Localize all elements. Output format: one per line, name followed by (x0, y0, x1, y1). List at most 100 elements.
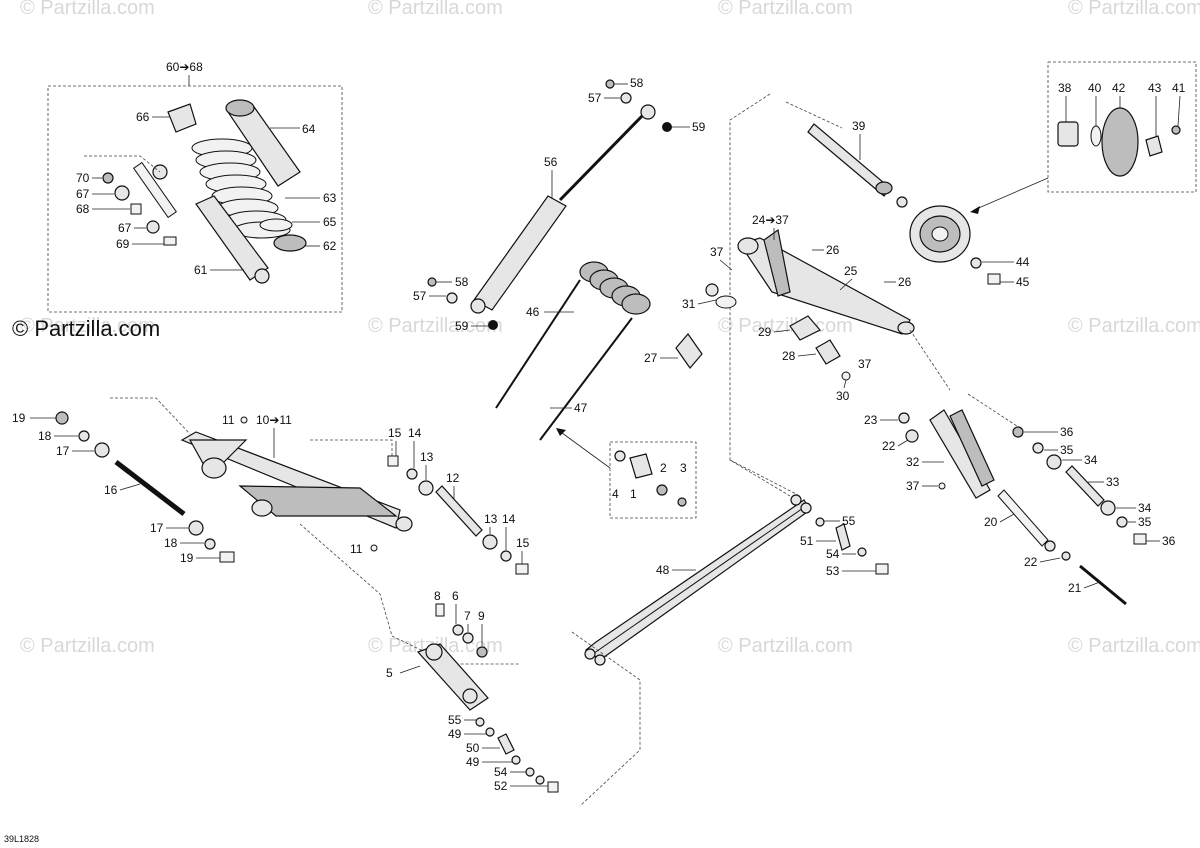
washer (146, 220, 160, 234)
callout-62: 62 (323, 239, 337, 253)
callout-55: 55 (448, 713, 462, 727)
copyright-label: © Partzilla.com (12, 316, 160, 341)
callout-57: 57 (588, 91, 602, 105)
slider-detail-group: 4 1 2 3 (556, 428, 697, 519)
callout-64: 64 (302, 122, 316, 136)
callout-18: 18 (38, 429, 52, 443)
arrow-head (970, 206, 980, 214)
rear-arm-group: 19 18 17 16 17 18 19 11 10➔11 11 (12, 397, 413, 565)
idler-wheel-group: 38 40 42 43 41 39 44 45 (807, 61, 1197, 289)
bushing (114, 185, 130, 201)
callout-65: 65 (323, 215, 337, 229)
leader-line (1177, 95, 1181, 127)
callout-14: 14 (502, 512, 516, 526)
callout-48: 48 (656, 563, 670, 577)
callout-50: 50 (466, 741, 480, 755)
rear-arm-linkage-group: 23 22 32 37 36 35 34 33 34 35 36 20 22 2… (864, 329, 1176, 606)
leader-line (719, 259, 733, 271)
watermark: © Partzilla.com (20, 315, 155, 337)
bolt-head (427, 277, 437, 287)
front-arm-group: 24➔37 37 26 25 26 31 29 28 37 30 (682, 93, 915, 497)
callout-1: 1 (630, 487, 637, 501)
watermark: © Partzilla.com (20, 635, 155, 657)
callout-70: 70 (76, 171, 90, 185)
stabilizer-bar-group: 55 51 54 53 48 (571, 459, 889, 807)
callout-21: 21 (1068, 581, 1082, 595)
callout-23: 23 (864, 413, 878, 427)
callout-59: 59 (455, 319, 469, 333)
spring-clip (273, 234, 307, 252)
callout-31: 31 (682, 297, 696, 311)
callout-15: 15 (516, 536, 530, 550)
watermark: © Partzilla.com (368, 0, 503, 19)
callout-7: 7 (464, 609, 471, 623)
leader-line (797, 353, 817, 357)
diagram-code: 39L1828 (4, 834, 39, 844)
callout-9: 9 (478, 609, 485, 623)
callout-8: 8 (434, 589, 441, 603)
leader-line (973, 177, 1049, 211)
callout-35: 35 (1138, 515, 1152, 529)
washer (446, 292, 458, 304)
callout-54: 54 (494, 765, 508, 779)
callout-56: 56 (544, 155, 558, 169)
torsion-spring (495, 261, 651, 441)
callout-41: 41 (1172, 81, 1186, 95)
watermark: © Partzilla.com (718, 0, 853, 19)
leader-line (1083, 581, 1101, 589)
callout-55: 55 (842, 514, 856, 528)
callout-63: 63 (323, 191, 337, 205)
callout-66: 66 (136, 110, 150, 124)
callout-5: 5 (386, 666, 393, 680)
watermark: © Partzilla.com (20, 0, 155, 19)
callout-49: 49 (466, 755, 480, 769)
leader-line (399, 665, 421, 674)
callout-67: 67 (118, 221, 132, 235)
callout-69: 69 (116, 237, 130, 251)
callout-40: 40 (1088, 81, 1102, 95)
washer (620, 92, 632, 104)
callout-34: 34 (1084, 453, 1098, 467)
nut (102, 172, 114, 184)
callout-36: 36 (1162, 534, 1176, 548)
leader-line (310, 439, 393, 458)
callout-28: 28 (782, 349, 796, 363)
callout-22: 22 (1024, 555, 1038, 569)
leader-line (839, 278, 853, 291)
callout-58: 58 (630, 76, 644, 90)
callout-16: 16 (104, 483, 118, 497)
shock-body (473, 195, 567, 311)
watermark: © Partzilla.com (1068, 0, 1200, 19)
leader-line (999, 513, 1015, 523)
detail-box (609, 441, 697, 519)
callout-30: 30 (836, 389, 850, 403)
shock-absorber (133, 161, 270, 284)
leader-line (571, 631, 641, 807)
cross-shaft-group: 15 14 13 12 13 14 15 (299, 426, 530, 665)
callout-49: 49 (448, 727, 462, 741)
callout-68: 68 (76, 202, 90, 216)
callout-59: 59 (692, 120, 706, 134)
leader-line (897, 439, 909, 447)
link-plate (929, 409, 991, 499)
callout-57: 57 (413, 289, 427, 303)
spring-seat (167, 103, 197, 133)
ring (259, 218, 293, 232)
leader-line (84, 155, 161, 173)
callout-11: 11 (350, 542, 363, 556)
leader-line (110, 397, 191, 435)
callout-47: 47 (574, 401, 588, 415)
callout-37: 37 (858, 357, 872, 371)
callout-3: 3 (680, 461, 687, 475)
callout-13: 13 (420, 450, 434, 464)
callout-38: 38 (1058, 81, 1072, 95)
kit-box-60-68 (47, 85, 343, 313)
callout-kit-24-37: 24➔37 (752, 213, 789, 227)
callout-33: 33 (1106, 475, 1120, 489)
watermark: © Partzilla.com (1068, 315, 1200, 337)
callout-61: 61 (194, 263, 208, 277)
leader-line (1039, 557, 1061, 563)
callout-6: 6 (452, 589, 459, 603)
